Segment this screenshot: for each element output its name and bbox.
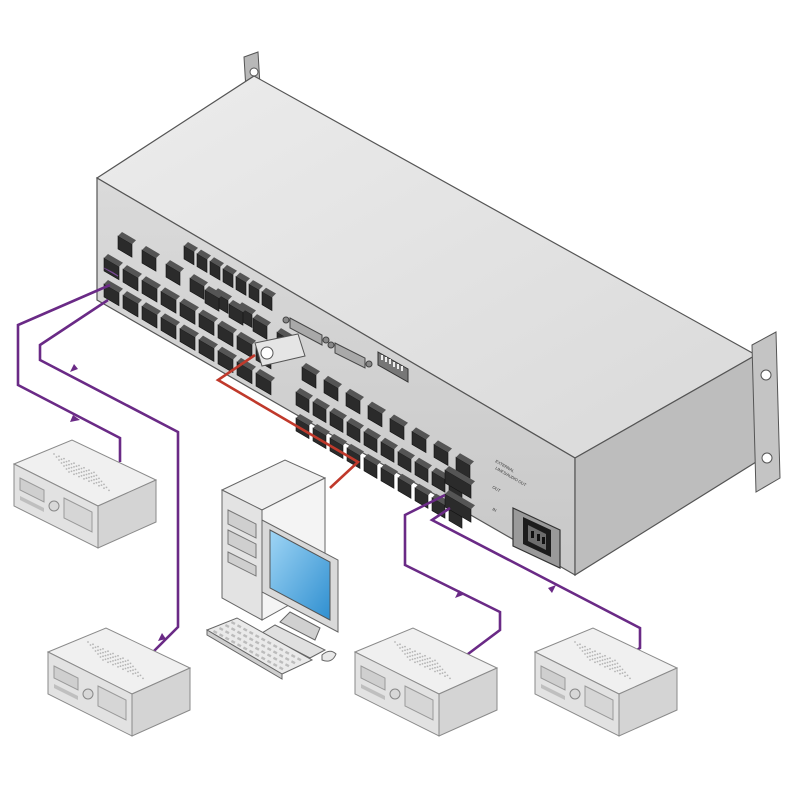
- terminal-block: [414, 483, 432, 509]
- terminal-block: [444, 490, 475, 523]
- volume-knob: [48, 500, 60, 512]
- terminal-block: [301, 363, 320, 389]
- monitor-screen: [269, 529, 331, 621]
- terminal-block: [261, 287, 276, 312]
- terminal-block: [295, 388, 313, 414]
- terminal-block: [248, 280, 263, 304]
- terminal-block: [363, 427, 381, 453]
- audio-matrix-switcher: EXTERNAL LINES/AUDIO OUT OUT IN: [95, 51, 781, 577]
- pc-mouse: [321, 650, 337, 662]
- cable-arrow: [455, 590, 463, 598]
- cable-fan: [103, 267, 119, 277]
- terminal-block: [236, 357, 256, 385]
- terminal-block: [397, 447, 415, 473]
- terminal-block: [198, 335, 218, 362]
- terminal-block: [198, 309, 218, 336]
- terminal-block: [217, 320, 237, 348]
- terminal-block: [389, 414, 408, 441]
- terminal-block: [380, 463, 398, 489]
- keyboard-keys: [212, 621, 302, 671]
- audio-cable-out-right: [403, 493, 502, 662]
- terminal-block: [411, 427, 430, 454]
- terminal-block: [380, 437, 398, 463]
- cable-arrow: [548, 585, 556, 593]
- terminal-block: [323, 375, 342, 402]
- terminal-block: [217, 346, 237, 374]
- speaker-grille: [87, 641, 144, 680]
- terminal-block: [367, 401, 386, 428]
- terminal-block: [122, 291, 142, 318]
- terminal-block: [222, 264, 237, 289]
- volume-knob: [569, 688, 581, 700]
- terminal-block: [160, 313, 180, 340]
- cable-arrow: [70, 364, 78, 372]
- terminal-block: [345, 388, 364, 415]
- cassette-door: [63, 497, 93, 533]
- terminal-block: [117, 232, 136, 258]
- speaker-grille: [574, 641, 631, 680]
- cable-arrow: [158, 633, 166, 641]
- terminal-block: [252, 314, 271, 340]
- terminal-block: [209, 257, 224, 281]
- power-socket: [512, 507, 561, 569]
- audio-cable-in-left: [38, 298, 180, 656]
- rs232-connector-top: [282, 316, 330, 346]
- audio-device-bottom-center: [353, 627, 499, 737]
- volume-knob: [82, 688, 94, 700]
- audio-device-bottom-left: [46, 627, 192, 737]
- in-label: IN: [492, 507, 498, 513]
- terminal-block: [141, 302, 161, 329]
- terminal-block: [122, 265, 142, 292]
- terminal-block: [228, 300, 247, 326]
- terminal-block: [235, 272, 250, 296]
- terminal-block: [204, 286, 223, 312]
- terminal-block: [103, 280, 123, 307]
- audio-devices: [12, 439, 679, 737]
- speaker-grille: [53, 453, 110, 492]
- volume-knob: [389, 688, 401, 700]
- terminal-block: [196, 249, 211, 273]
- cable-arrow: [70, 415, 80, 422]
- terminal-block: [141, 276, 161, 303]
- audio-device-bottom-right: [533, 627, 679, 737]
- terminal-block: [141, 246, 160, 272]
- audio-device-top-left: [12, 439, 158, 549]
- terminal-block: [255, 369, 275, 396]
- terminal-block: [397, 473, 415, 499]
- cassette-door: [404, 685, 434, 721]
- terminal-block: [433, 440, 452, 467]
- rack-ear-front: [751, 331, 781, 493]
- cassette-door: [97, 685, 127, 721]
- terminal-block: [160, 287, 180, 314]
- terminal-block: [183, 242, 198, 266]
- pc-monitor: [260, 519, 339, 659]
- cassette-door: [584, 685, 614, 721]
- terminal-block: [329, 407, 347, 434]
- terminal-block: [189, 274, 208, 300]
- terminal-block: [179, 298, 199, 325]
- pc-keyboard: [205, 617, 314, 680]
- terminal-block: [444, 466, 475, 499]
- terminal-block: [363, 453, 381, 479]
- terminal-block: [165, 260, 184, 286]
- terminal-block: [312, 397, 330, 424]
- terminal-block-connectors: [103, 232, 475, 529]
- audio-cable-out-left: [16, 283, 122, 462]
- pc-computer: [205, 459, 339, 680]
- out-label: OUT: [492, 485, 502, 494]
- terminal-block: [346, 417, 364, 444]
- rs232-cable-plug: [254, 333, 306, 367]
- speaker-grille: [394, 641, 451, 680]
- dip-switch: [377, 351, 409, 383]
- rs232-connector-bottom: [327, 341, 373, 369]
- terminal-block: [179, 324, 199, 351]
- rs232-cable: [215, 353, 361, 489]
- terminal-block: [414, 457, 432, 483]
